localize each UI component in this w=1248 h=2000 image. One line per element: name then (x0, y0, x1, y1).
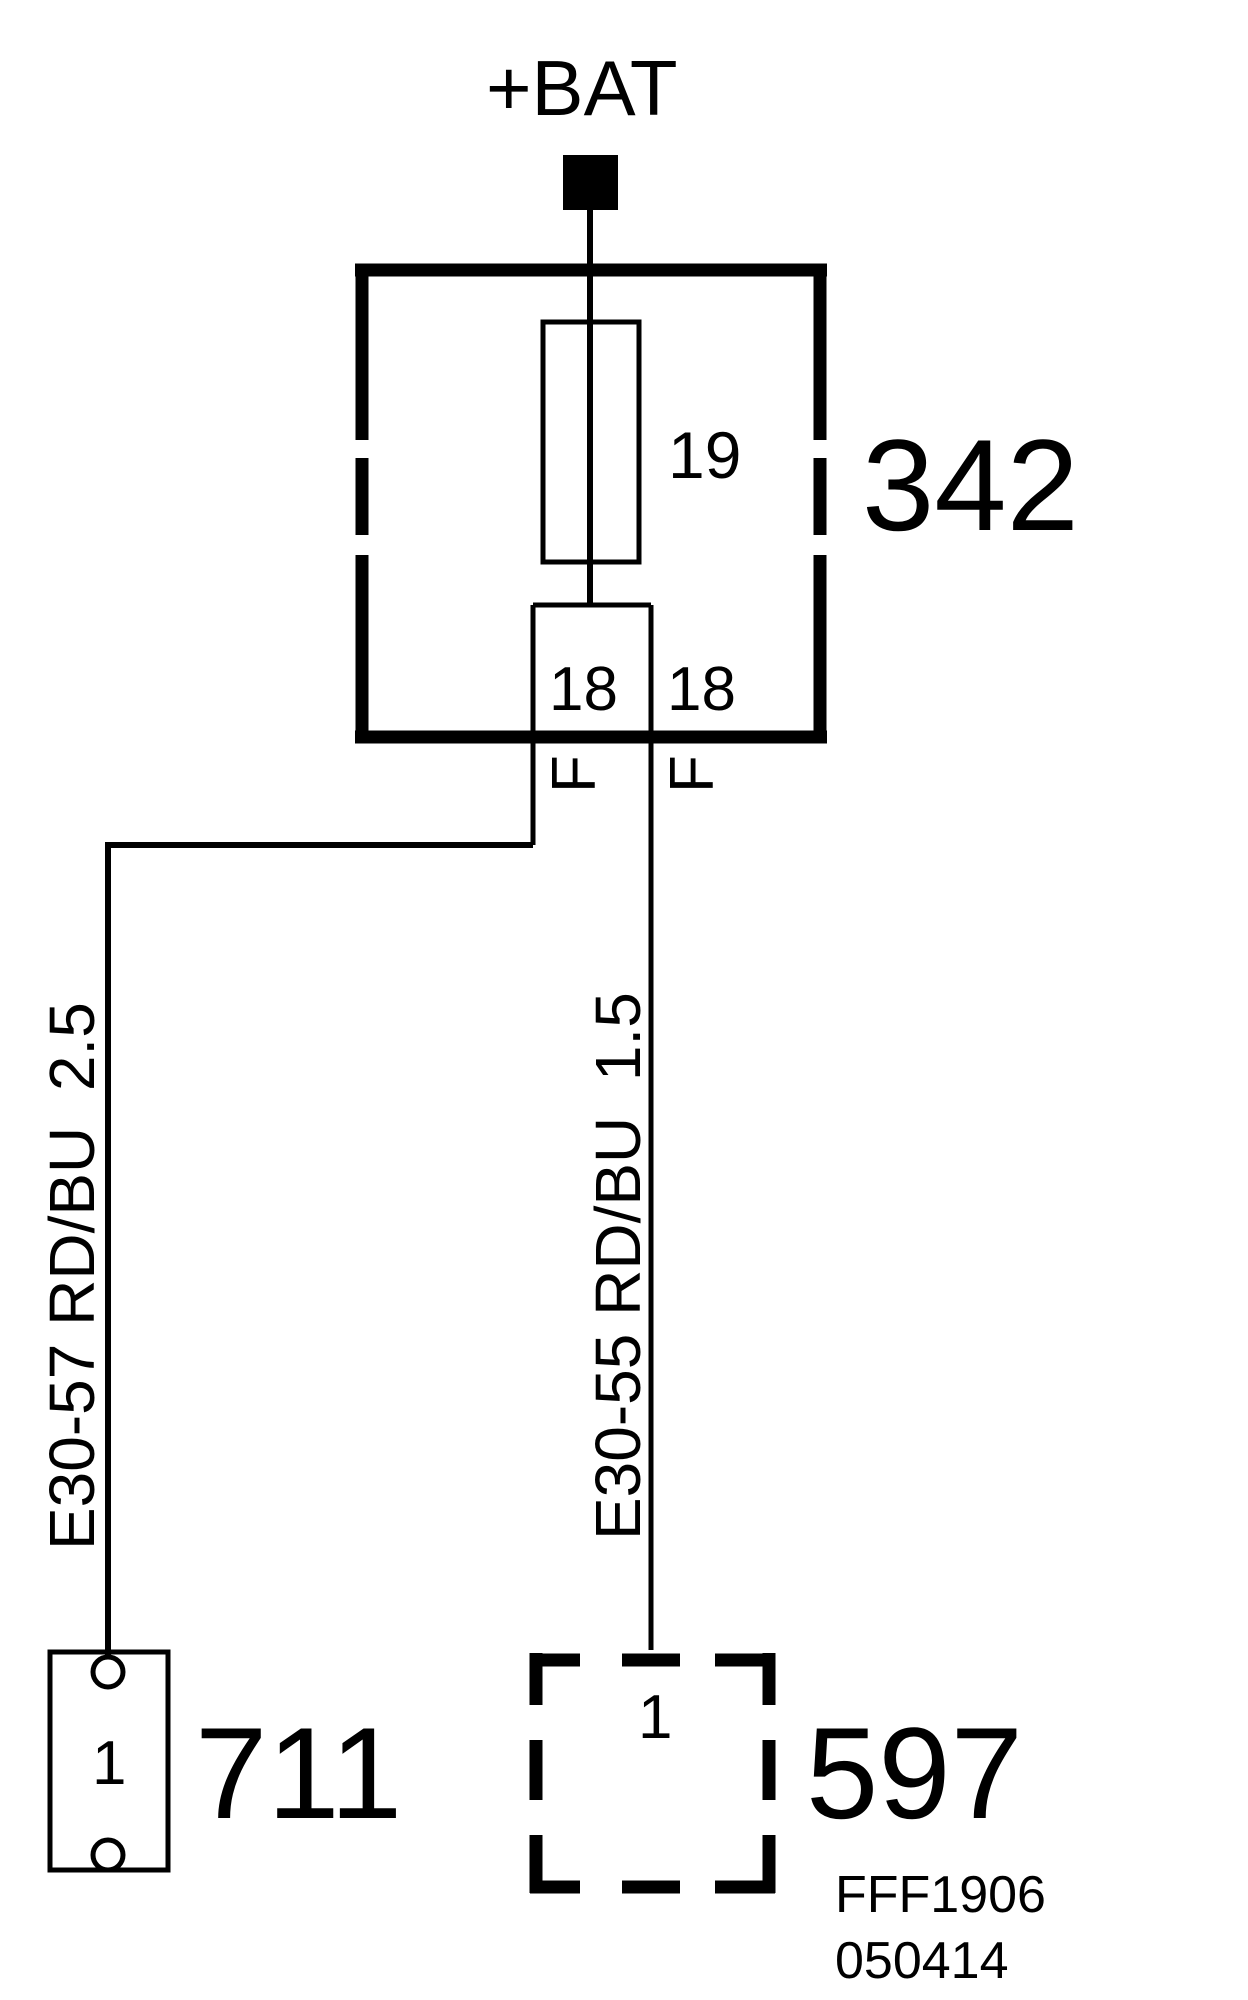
supply-label: +BAT (486, 44, 677, 132)
fuse-number: 19 (668, 418, 741, 492)
fuse-box-id: 342 (862, 412, 1079, 558)
battery-terminal (563, 155, 618, 210)
drawing-code-line2: 050414 (835, 1932, 1009, 1990)
terminal-left-suffix: F (540, 755, 609, 793)
component-597-id: 597 (806, 1700, 1023, 1846)
component-597-pin-label: 1 (638, 1683, 672, 1752)
component-711-pin-bottom (90, 1837, 126, 1873)
component-711-pin-top (90, 1654, 126, 1690)
wire-left-label: E30-57 RD/BU 2.5 (36, 1002, 108, 1550)
wire-right-label: E30-55 RD/BU 1.5 (582, 992, 654, 1540)
component-711-pin-label: 1 (92, 1729, 126, 1798)
terminal-right-suffix: F (658, 755, 727, 793)
terminal-right-pin: 18 (667, 655, 736, 724)
terminal-block (530, 602, 654, 1650)
drawing-code-line1: FFF1906 (835, 1866, 1046, 1924)
component-597-body (529, 1653, 776, 1894)
terminal-left-pin: 18 (549, 655, 618, 724)
component-711-id: 711 (195, 1700, 402, 1846)
wire-left (105, 842, 533, 1662)
